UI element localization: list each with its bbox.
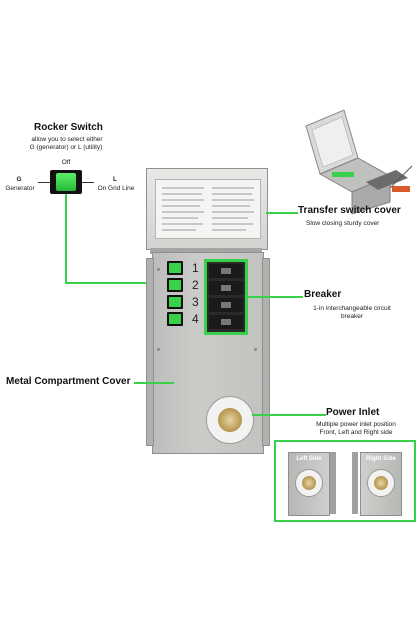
right-side-ring (367, 469, 395, 497)
screw (157, 268, 160, 271)
rocker-switch-paddle (56, 173, 76, 191)
right-side-edge (352, 452, 358, 514)
off-label: Off (61, 159, 71, 166)
breaker-1 (209, 264, 243, 278)
inlet-leader (252, 414, 326, 416)
rocker-switch-desc-1: allow you to select either (31, 136, 103, 143)
side-inlet-inset: Left Side Right Side (274, 440, 416, 522)
cover-sub: Slow closing sturdy cover (306, 220, 380, 227)
generator-label: Generator (5, 185, 35, 192)
rocker-switch (50, 170, 82, 194)
screw (157, 348, 160, 351)
inlet-title: Power Inlet (326, 407, 380, 418)
rocker-leader-v (65, 194, 67, 283)
breaker-bank (204, 259, 248, 335)
cover-title: Transfer switch cover (298, 205, 401, 216)
panel-switch-4 (167, 312, 183, 326)
breaker-title: Breaker (304, 289, 342, 300)
on-grid-label: On Grid Line (97, 185, 135, 192)
panel-switch-1 (167, 261, 183, 275)
breaker-4 (209, 315, 243, 329)
cover-label-sheet (155, 179, 261, 239)
cover-leader (266, 212, 298, 214)
panel-switch-3 (167, 295, 183, 309)
left-side-edge (330, 452, 336, 514)
panel-flange-left (146, 258, 154, 446)
circuit-number-4: 4 (192, 312, 199, 326)
rocker-leader-h (65, 282, 168, 284)
circuit-number-2: 2 (192, 278, 199, 292)
breaker-sub-2: breaker (340, 313, 364, 320)
circuit-number-3: 3 (192, 295, 199, 309)
breaker-leader (245, 296, 303, 298)
g-label: G (16, 176, 22, 183)
rocker-switch-title: Rocker Switch (34, 122, 103, 133)
open-cover-inset (296, 106, 414, 216)
circuit-number-1: 1 (192, 261, 199, 275)
inlet-sub-2: Front, Left and Right side (319, 429, 393, 436)
screw (254, 348, 257, 351)
inlet-sub-1: Multiple power inlet position (316, 421, 396, 428)
compartment-title: Metal Compartment Cover (6, 376, 131, 387)
right-side-label: Right Side (366, 456, 396, 462)
compartment-leader (134, 382, 174, 384)
panel-switch-2 (167, 278, 183, 292)
transfer-switch-cover (146, 168, 268, 250)
left-side-panel: Left Side (288, 452, 330, 516)
breaker-sub-1: 1-in interchangeable circuit (313, 305, 391, 312)
breaker-3 (209, 298, 243, 312)
right-side-panel: Right Side (360, 452, 402, 516)
power-inlet-ring (206, 396, 254, 444)
rocker-switch-desc-2: G (generator) or L (utility) (29, 144, 103, 151)
left-side-ring (295, 469, 323, 497)
cover-hinge (150, 248, 262, 254)
panel-flange-right (262, 258, 270, 446)
left-side-label: Left Side (296, 456, 322, 462)
power-inlet-socket (218, 408, 242, 432)
l-label: L (113, 176, 117, 183)
breaker-2 (209, 281, 243, 295)
